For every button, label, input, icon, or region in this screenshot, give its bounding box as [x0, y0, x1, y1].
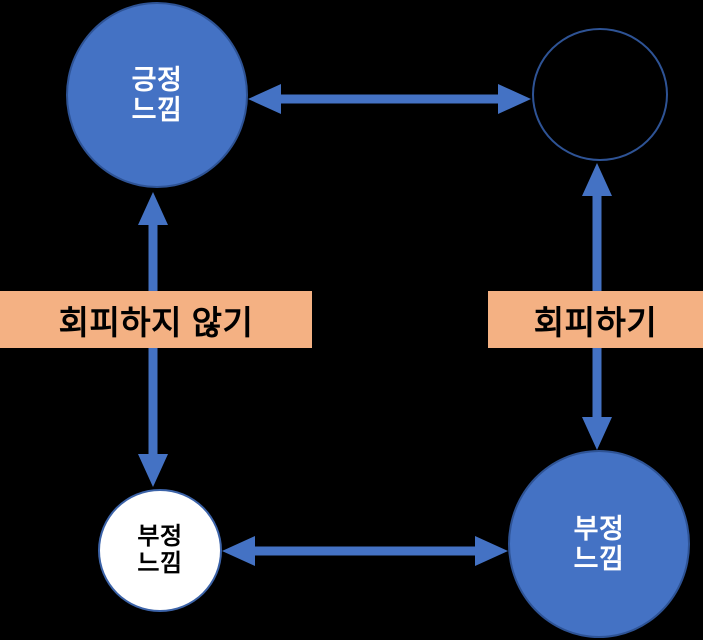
band-label-avoiding-text: 회피하기	[533, 303, 658, 341]
node-negative-feeling-left-label: 부정 느낌	[137, 522, 183, 577]
node-positive-feeling-label: 긍정 느낌	[131, 64, 183, 125]
node-empty-circle[interactable]	[532, 28, 668, 161]
band-label-not-avoiding[interactable]: 회피하지 않기	[0, 291, 312, 348]
band-label-avoiding[interactable]: 회피하기	[488, 291, 703, 348]
arrow-top-horizontal	[248, 84, 531, 114]
node-negative-feeling-left[interactable]: 부정 느낌	[98, 489, 222, 612]
node-negative-feeling-right-label: 부정 느낌	[573, 513, 625, 574]
node-positive-feeling[interactable]: 긍정 느낌	[66, 2, 248, 188]
arrow-bottom-horizontal	[222, 536, 508, 566]
band-label-not-avoiding-text: 회피하지 않기	[58, 303, 254, 341]
node-negative-feeling-right[interactable]: 부정 느낌	[508, 450, 690, 638]
